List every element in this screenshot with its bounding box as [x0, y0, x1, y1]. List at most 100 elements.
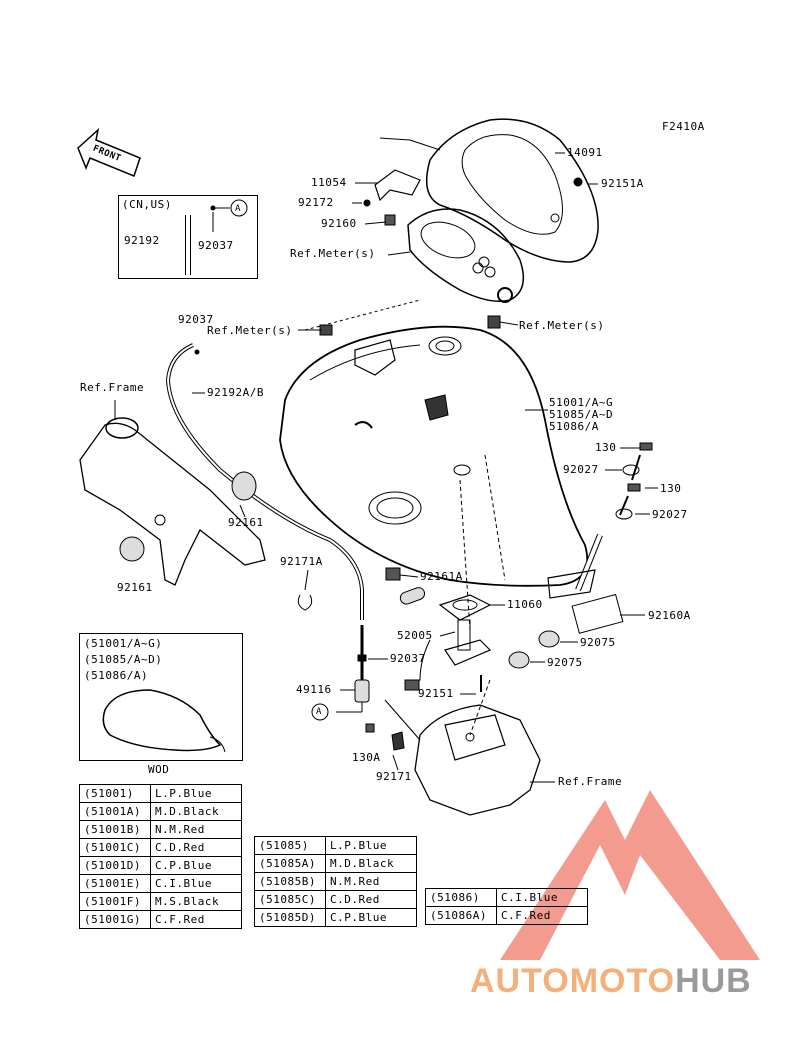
color-table-row: (51001D)C.P.Blue: [79, 856, 242, 875]
color-table-row: (51086A)C.F.Red: [425, 906, 588, 925]
part-code-cell: (51085B): [254, 872, 326, 891]
color-table-row: (51001E)C.I.Blue: [79, 874, 242, 893]
inset-wod-line-2: (51085/A~D): [84, 653, 163, 666]
watermark-logo: [500, 790, 760, 960]
hose-part: [165, 343, 364, 620]
part-code-cell: (51085D): [254, 908, 326, 927]
callout-92171: 92171: [376, 770, 412, 783]
callout-ref-meter-1: Ref.Meter(s): [290, 247, 376, 260]
color-name-cell: C.F.Red: [496, 906, 588, 925]
part-code-cell: (51001B): [79, 820, 151, 839]
watermark-part-1: AUTOMOTO: [470, 962, 676, 1000]
callout-ref-frame-1: Ref.Frame: [80, 381, 145, 394]
color-table-row: (51001C)C.D.Red: [79, 838, 242, 857]
callout-130a: 130A: [352, 751, 381, 764]
callout-52005: 52005: [397, 629, 433, 642]
part-code-cell: (51086A): [425, 906, 497, 925]
color-name-cell: C.D.Red: [325, 890, 417, 909]
callout-49116: 49116: [296, 683, 332, 696]
color-name-cell: N.M.Red: [150, 820, 242, 839]
damper-92161: [119, 471, 257, 562]
color-name-cell: M.S.Black: [150, 892, 242, 911]
color-table-row: (51001G)C.F.Red: [79, 910, 242, 929]
color-table-row: (51085D)C.P.Blue: [254, 908, 417, 927]
meter-assembly: [407, 208, 525, 303]
part-code-cell: (51085C): [254, 890, 326, 909]
fuel-pump-part: [399, 587, 492, 691]
watermark-part-2: HUB: [675, 962, 752, 1000]
callout-92027-2: 92027: [652, 508, 688, 521]
frame-left-part: [79, 400, 266, 586]
inset-cnus-title: (CN,US): [122, 198, 172, 211]
callout-11060: 11060: [507, 598, 543, 611]
color-table-row: (51001A)M.D.Black: [79, 802, 242, 821]
bolt-130: [619, 442, 653, 516]
color-name-cell: C.I.Blue: [496, 888, 588, 907]
callout-92161-2: 92161: [117, 581, 153, 594]
callout-ref-meter-3: Ref.Meter(s): [519, 319, 605, 332]
color-name-cell: C.P.Blue: [325, 908, 417, 927]
callout-92027-1: 92027: [563, 463, 599, 476]
front-arrow-icon: [77, 127, 141, 177]
inset-cnus-marker: A: [235, 204, 241, 214]
fuel-tank-part: [279, 325, 589, 631]
color-name-cell: L.P.Blue: [150, 784, 242, 803]
callout-ref-meter-2: Ref.Meter(s): [207, 324, 293, 337]
color-table-row: (51085C)C.D.Red: [254, 890, 417, 909]
part-code-cell: (51085A): [254, 854, 326, 873]
inset-wod-box: [79, 633, 243, 761]
callout-92151: 92151: [418, 687, 454, 700]
part-code-cell: (51086): [425, 888, 497, 907]
inset-cnus-92037: 92037: [198, 239, 234, 252]
part-code-cell: (51001): [79, 784, 151, 803]
callout-92151a: 92151A: [601, 177, 644, 190]
callout-92161-1: 92161: [228, 516, 264, 529]
color-name-cell: L.P.Blue: [325, 836, 417, 855]
callout-14091: 14091: [567, 146, 603, 159]
callout-92160a: 92160A: [648, 609, 691, 622]
bracket-part: [363, 137, 441, 226]
part-code-cell: (51001C): [79, 838, 151, 857]
inset-wod-line-3: (51086/A): [84, 669, 149, 682]
color-table-row: (51001B)N.M.Red: [79, 820, 242, 839]
wod-tank-outline: [102, 689, 226, 753]
color-name-cell: M.D.Black: [150, 802, 242, 821]
inset-wod-line-1: (51001/A~G): [84, 637, 163, 650]
color-name-cell: M.D.Black: [325, 854, 417, 873]
part-code-cell: (51085): [254, 836, 326, 855]
inset-cnus-box: [118, 195, 258, 279]
callout-130-1: 130: [595, 441, 617, 454]
part-code-cell: (51001E): [79, 874, 151, 893]
callout-92037-2: 92037: [390, 652, 426, 665]
color-name-cell: C.I.Blue: [150, 874, 242, 893]
part-code-cell: (51001D): [79, 856, 151, 875]
color-table-51001: (51001)L.P.Blue(51001A)M.D.Black(51001B)…: [79, 784, 242, 929]
color-table-row: (51085B)N.M.Red: [254, 872, 417, 891]
frame-right-part: [384, 679, 541, 816]
inset-wod-caption: WOD: [148, 763, 170, 776]
color-name-cell: C.F.Red: [150, 910, 242, 929]
color-table-row: (51086)C.I.Blue: [425, 888, 588, 907]
color-table-row: (51001F)M.S.Black: [79, 892, 242, 911]
callout-ref-frame-2: Ref.Frame: [558, 775, 623, 788]
color-table-row: (51001)L.P.Blue: [79, 784, 242, 803]
callout-130-2: 130: [660, 482, 682, 495]
color-name-cell: N.M.Red: [325, 872, 417, 891]
color-table-row: (51085)L.P.Blue: [254, 836, 417, 855]
color-name-cell: C.D.Red: [150, 838, 242, 857]
callout-92037-top: 92037: [178, 313, 214, 326]
callout-92075-1: 92075: [580, 636, 616, 649]
callout-92171a: 92171A: [280, 555, 323, 568]
watermark-text: AUTOMOTOHUB: [470, 962, 752, 1001]
callout-92172: 92172: [298, 196, 334, 209]
figure-code: F2410A: [662, 120, 705, 133]
callout-92160: 92160: [321, 217, 357, 230]
part-code-cell: (51001G): [79, 910, 151, 929]
color-table-51085: (51085)L.P.Blue(51085A)M.D.Black(51085B)…: [254, 836, 417, 927]
meter-cover-part: [425, 118, 599, 263]
inset-cnus-92192: 92192: [124, 234, 160, 247]
callout-51001: 51001/A~G: [549, 396, 614, 409]
color-table-51086: (51086)C.I.Blue(51086A)C.F.Red: [425, 888, 588, 925]
